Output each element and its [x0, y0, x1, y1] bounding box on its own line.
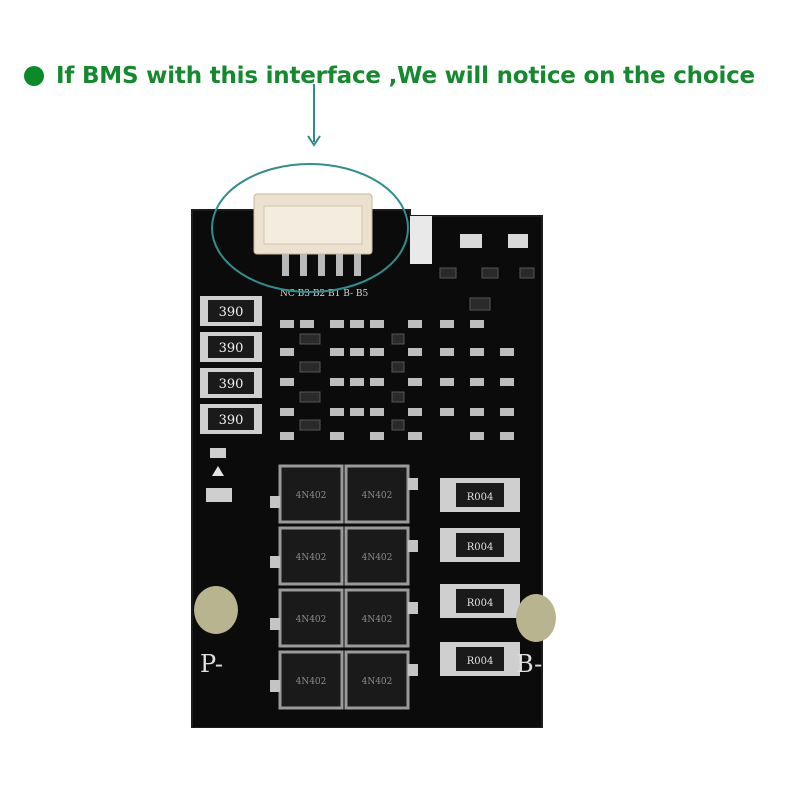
shunt-label: R004 — [467, 656, 494, 667]
shunt-label: R004 — [467, 542, 494, 553]
resistor-390-4: 390 — [200, 404, 262, 434]
bms-board-photo: NC B3 B2 B1 B- B5 390 390 390 390 — [191, 163, 556, 728]
b-minus-label: B- — [516, 650, 542, 678]
shunt-label: R004 — [467, 598, 494, 609]
smd-component-area — [280, 320, 514, 440]
resistor-390-1: 390 — [200, 296, 262, 326]
mosfet-label: 4N402 — [296, 677, 327, 687]
resistor-label: 390 — [219, 305, 244, 320]
mosfet-label: 4N402 — [362, 553, 393, 563]
p-minus-solder-pad — [194, 586, 238, 634]
interface-highlight-ellipse — [211, 163, 409, 293]
mosfet-label: 4N402 — [362, 615, 393, 625]
resistor-390-3: 390 — [200, 368, 262, 398]
bullet-dot-icon — [24, 66, 44, 86]
mosfet-array: 4N402 4N402 4N402 4N402 4N402 4N402 4N40… — [270, 464, 418, 710]
resistor-390-2: 390 — [200, 332, 262, 362]
mosfet-label: 4N402 — [362, 677, 393, 687]
resistor-label: 390 — [219, 413, 244, 428]
mosfet-label: 4N402 — [296, 491, 327, 501]
diode-symbol-icon — [212, 466, 224, 476]
mosfet-label: 4N402 — [296, 615, 327, 625]
mosfet-label: 4N402 — [362, 491, 393, 501]
jst-connector — [253, 193, 373, 276]
resistor-label: 390 — [219, 341, 244, 356]
connector-pin-labels: NC B3 B2 B1 B- B5 — [280, 289, 369, 299]
banner-text: If BMS with this interface ,We will noti… — [56, 63, 755, 89]
shunt-label: R004 — [467, 492, 494, 503]
arrow-down-icon — [307, 84, 321, 147]
resistor-label: 390 — [219, 377, 244, 392]
mosfet-label: 4N402 — [296, 553, 327, 563]
p-minus-label: P- — [200, 650, 223, 678]
header-banner: If BMS with this interface ,We will noti… — [24, 58, 755, 94]
b-minus-solder-pad — [516, 594, 556, 642]
shunt-resistors: R004 R004 R004 R004 — [440, 478, 520, 676]
